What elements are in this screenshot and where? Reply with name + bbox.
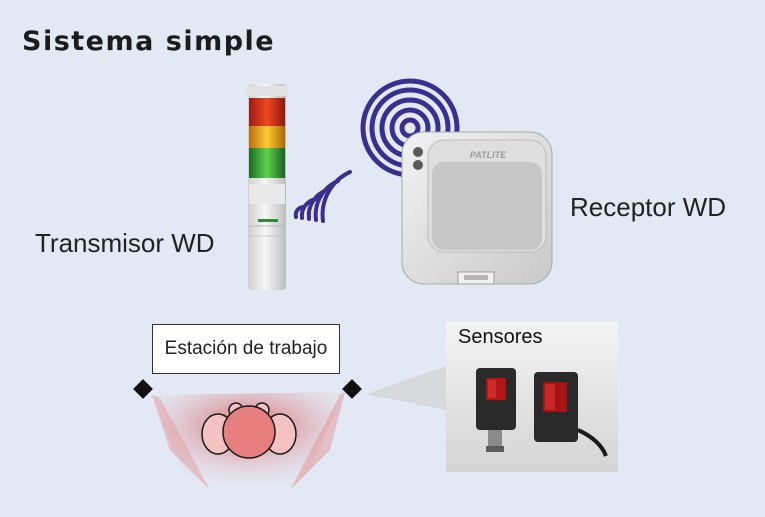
red-light <box>249 98 285 126</box>
workstation-label-box: Estación de trabajo <box>152 324 340 374</box>
sensors-label: Sensores <box>458 326 543 348</box>
receiver-device: PATLITE <box>401 131 553 285</box>
signal-tower <box>246 84 288 290</box>
amber-light <box>249 126 285 148</box>
transmitter-label: Transmisor WD <box>35 228 215 258</box>
transmit-signal-icon <box>293 170 352 223</box>
page-title: Sistema simple <box>22 26 276 57</box>
receiver-brand: PATLITE <box>470 150 507 160</box>
right-sensor-marker <box>342 379 362 399</box>
receiver-label: Receptor WD <box>570 192 727 222</box>
green-light <box>249 148 285 178</box>
workstation-label: Estación de trabajo <box>164 338 328 359</box>
sensor-device-1 <box>476 368 516 452</box>
sensor-device-2 <box>534 372 608 457</box>
left-sensor-marker <box>133 379 153 399</box>
hands-icon <box>201 402 297 459</box>
sensors-panel <box>446 322 618 472</box>
sensor-callout-pointer <box>366 366 446 410</box>
